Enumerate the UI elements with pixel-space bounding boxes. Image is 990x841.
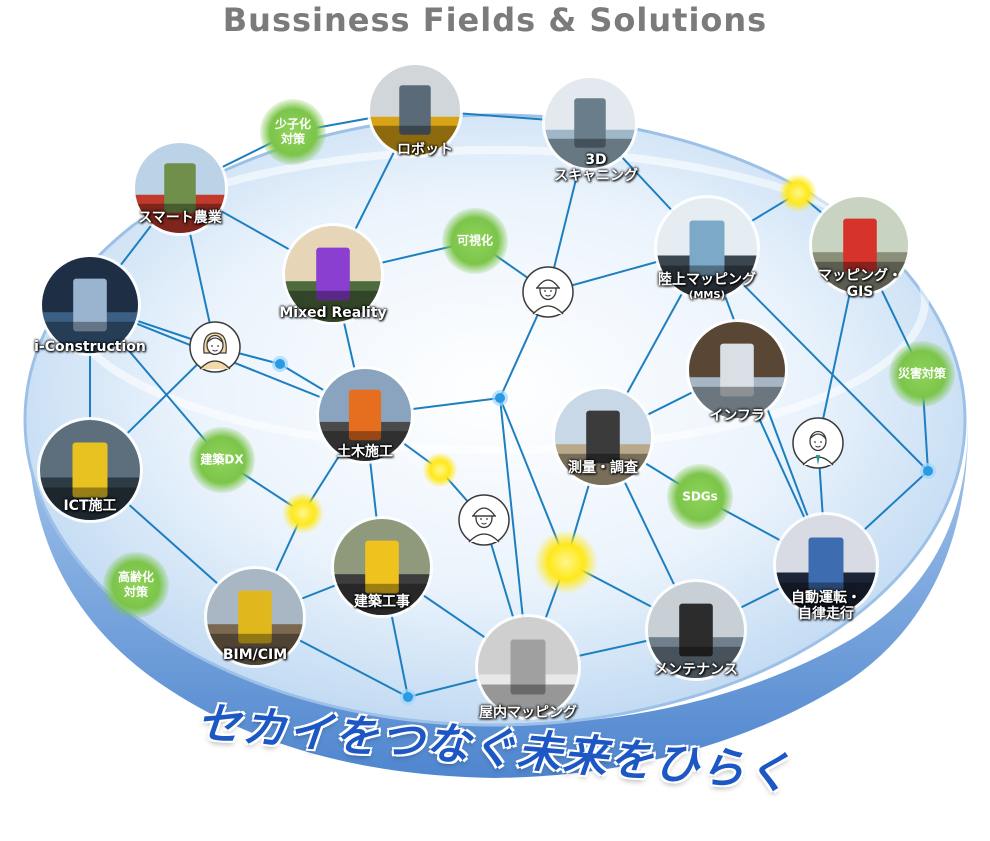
bubble-kenchikuDX [189,427,255,493]
yellow-glow-dot [534,530,598,594]
yellow-glow-dot [282,492,324,534]
blue-dot [275,359,285,369]
tractor-photo [132,140,228,236]
tripod-gnss-photo [204,566,306,668]
blue-dot [495,393,505,403]
disc-rim [28,415,968,778]
page-title: Bussiness Fields & Solutions [222,1,768,39]
bubble-kashika [442,208,508,274]
bubble-koreika [103,552,169,618]
yellow-glow-dot [422,452,458,488]
man-icon [792,417,844,469]
autonomous-car-photo [773,512,879,618]
bubble-shoshika [260,99,326,165]
people-icons [189,266,844,546]
topic-bubbles [103,99,955,618]
bubble-sdgs [667,464,733,530]
blue-dot [923,466,933,476]
helmet-worker-icon [522,266,574,318]
junction-dots [272,173,936,705]
woman-icon [189,321,241,373]
laser-level-photo [331,516,433,618]
yellow-glow-dot [778,173,818,213]
bubble-saigai [889,341,955,407]
helmet-worker-icon [458,494,510,546]
robot-photo [367,62,463,158]
blue-dot [403,692,413,702]
